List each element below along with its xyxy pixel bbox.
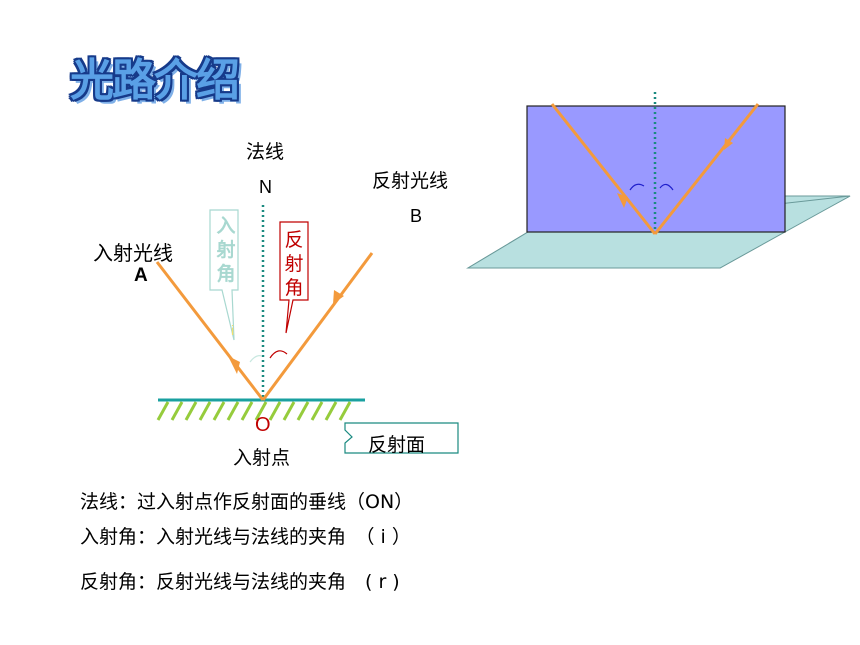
incident-ray-3d-arrow bbox=[617, 193, 628, 208]
incident-ray-label: 入射光线 bbox=[93, 243, 173, 265]
definition-normal: 法线：过入射点作反射面的垂线（ON） bbox=[80, 491, 414, 513]
point-a-label: A bbox=[134, 265, 148, 286]
definition-incidence-angle: 入射角：入射光线与法线的夹角 （ i ） bbox=[80, 526, 411, 548]
reflected-ray-label: 反射光线 bbox=[372, 170, 449, 192]
angle-i-mark: i bbox=[231, 322, 235, 338]
normal-line-label: 法线 bbox=[246, 141, 285, 163]
mirror-hatching bbox=[156, 401, 352, 421]
incidence-angle-arc-3d bbox=[629, 183, 645, 191]
point-b-label: B bbox=[410, 206, 423, 226]
definition-reflection-angle: 反射角：反射光线与法线的夹角 ( r ) bbox=[80, 571, 400, 593]
incidence-point-label: 入射点 bbox=[233, 447, 291, 469]
incident-ray-3d bbox=[550, 103, 657, 235]
incidence-angle-label: 入射角 bbox=[216, 215, 236, 285]
point-n-label: N bbox=[259, 177, 272, 197]
reflected-ray-arrow bbox=[333, 290, 344, 304]
reflecting-surface-callout bbox=[344, 422, 459, 454]
incident-ray-arrow bbox=[228, 356, 240, 374]
reflection-angle-arc bbox=[269, 350, 288, 359]
reflection-angle-callout bbox=[279, 221, 309, 334]
incidence-angle-arc bbox=[249, 355, 263, 363]
page-title: 光路介绍 bbox=[70, 55, 240, 106]
reflected-ray bbox=[261, 252, 374, 401]
point-o-label: O bbox=[255, 414, 271, 436]
reflected-ray-3d bbox=[653, 103, 760, 235]
reflection-angle-arc-3d bbox=[659, 183, 674, 191]
reflected-ray-3d-arrow bbox=[724, 138, 733, 150]
incidence-angle-callout bbox=[209, 209, 239, 341]
reflecting-surface-label: 反射面 bbox=[368, 435, 426, 456]
incident-ray bbox=[155, 261, 265, 401]
reflection-angle-label: 反射角 bbox=[284, 229, 304, 299]
